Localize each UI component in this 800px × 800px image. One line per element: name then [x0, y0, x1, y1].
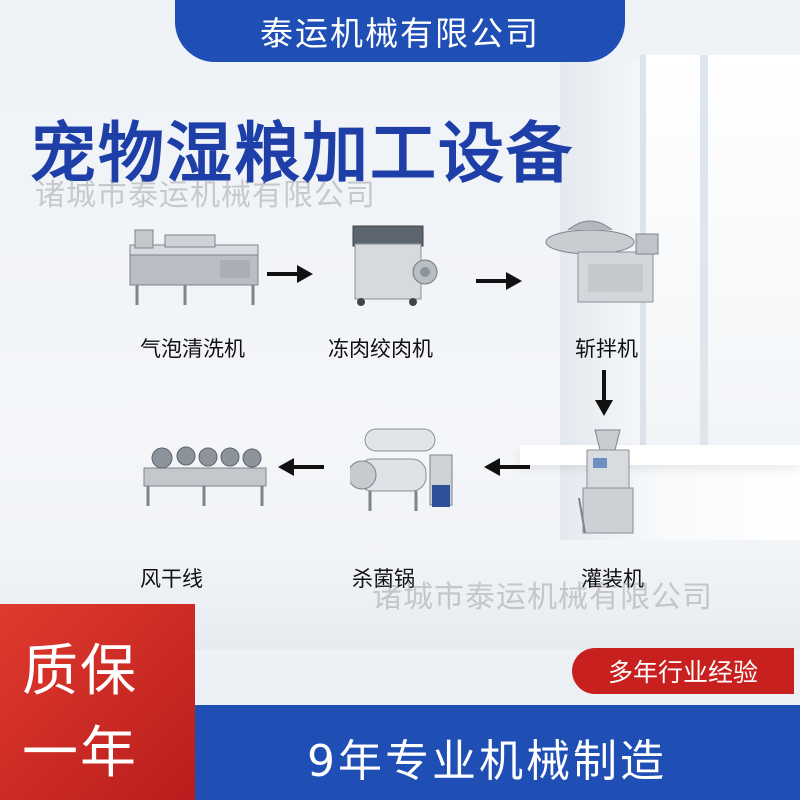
arrow-down-icon	[595, 370, 613, 416]
window-ledge	[520, 445, 800, 465]
label-bubble-washer: 气泡清洗机	[140, 337, 245, 361]
arrow-left-icon	[484, 458, 530, 476]
watermark: 诸城市泰运机械有限公司	[372, 580, 713, 615]
arrow-right-icon	[476, 272, 522, 290]
filling-machine-icon	[578, 429, 634, 534]
page-title: 宠物湿粮加工设备	[30, 114, 574, 192]
watermark: 诸城市泰运机械有限公司	[35, 178, 376, 213]
company-name: 泰运机械有限公司	[260, 14, 540, 53]
experience-badge: 多年行业经验	[572, 648, 794, 694]
label-air-dryer: 风干线	[140, 567, 203, 591]
arrow-right-icon	[267, 265, 313, 283]
label-meat-grinder: 冻肉绞肉机	[328, 337, 433, 361]
warranty-line1: 质保	[22, 639, 138, 704]
window-frame	[700, 55, 708, 445]
sterilizer-icon	[350, 428, 453, 511]
company-banner: 泰运机械有限公司	[175, 0, 625, 62]
arrow-left-icon	[278, 458, 324, 476]
bubble-washer-icon	[129, 229, 259, 305]
label-sterilizer: 杀菌锅	[352, 567, 415, 591]
air-dryer-icon	[143, 446, 267, 506]
label-filling-machine: 灌装机	[581, 567, 644, 591]
slogan-text: 9年专业机械制造	[307, 736, 667, 787]
warranty-line2: 一年	[22, 721, 138, 786]
meat-grinder-icon	[352, 225, 438, 306]
warranty-badge: 质保 一年	[0, 604, 195, 800]
label-bowl-cutter: 斩拌机	[575, 337, 638, 361]
experience-text: 多年行业经验	[607, 658, 758, 687]
bowl-cutter-icon	[545, 220, 659, 303]
slogan-bar: 9年专业机械制造	[195, 705, 800, 800]
room-window	[640, 55, 800, 445]
